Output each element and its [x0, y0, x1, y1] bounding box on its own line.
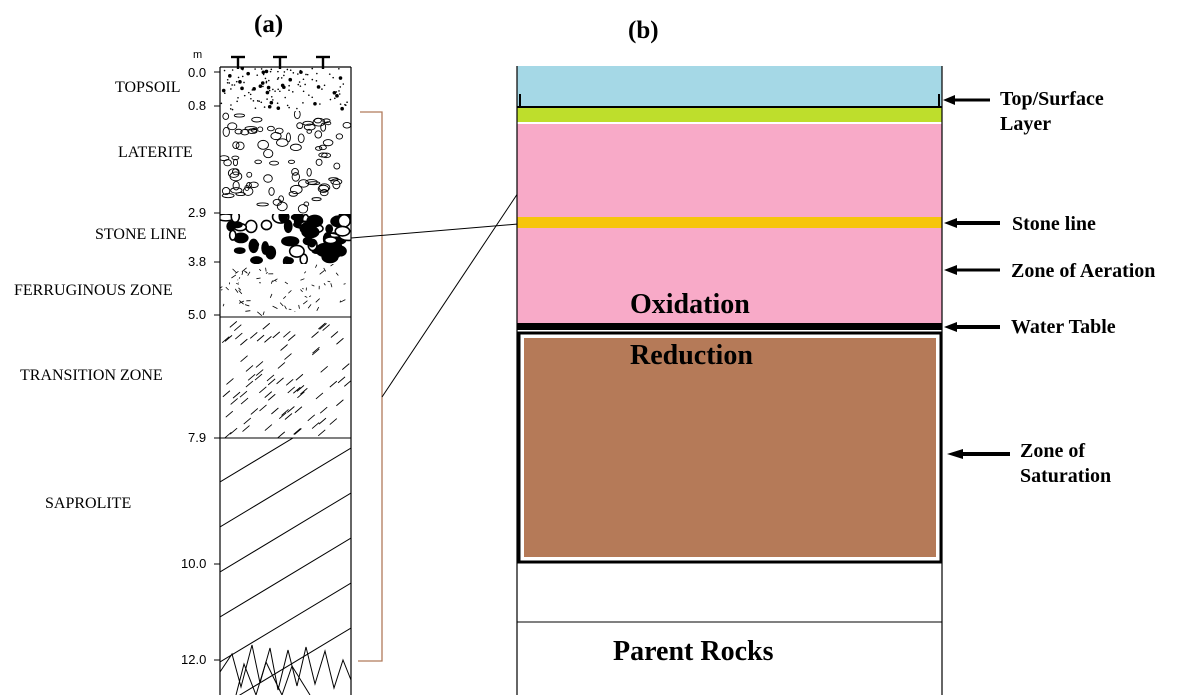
saturation-zone	[524, 338, 936, 557]
stone-line-band	[517, 217, 942, 228]
t-markers	[231, 55, 330, 69]
layer-label-stone-line: STONE LINE	[95, 226, 187, 243]
label-stone-line: Stone line	[1012, 213, 1096, 235]
label-zone-aeration: Zone of Aeration	[1011, 260, 1156, 282]
panel-b-title: (b)	[628, 17, 659, 44]
depth-label: 2.9	[188, 205, 207, 220]
water-table-band	[517, 323, 942, 330]
layer-label-transition: TRANSITION ZONE	[20, 367, 163, 384]
layer-label-topsoil: TOPSOIL	[115, 79, 181, 96]
surface-green-layer	[517, 108, 942, 122]
laterite-pattern	[220, 111, 351, 214]
layer-label-laterite: LATERITE	[118, 144, 193, 161]
arrow-zone-saturation	[947, 449, 1010, 459]
label-zone-saturation: Zone of Saturation	[1020, 440, 1112, 487]
reduction-label: Reduction	[630, 340, 753, 371]
layer-label-ferruginous: FERRUGINOUS ZONE	[14, 282, 173, 299]
topsoil-pattern	[220, 67, 348, 111]
parent-rocks-label: Parent Rocks	[613, 636, 774, 667]
depth-unit: m	[193, 49, 203, 61]
layer-label-saprolite: SAPROLITE	[45, 495, 132, 512]
depth-bracket	[358, 111, 383, 662]
stone-line-connector	[350, 223, 519, 239]
depth-label: 0.8	[188, 98, 207, 113]
depth-label: 7.9	[188, 430, 207, 445]
depth-label: 0.0	[188, 65, 207, 80]
label-water-table: Water Table	[1011, 316, 1116, 338]
arrows	[943, 95, 1010, 459]
stone-line-pattern	[220, 214, 351, 264]
label-top-surface: Top/Surface Layer	[1000, 88, 1104, 135]
depth-label: 12.0	[181, 652, 207, 667]
column-b	[516, 66, 943, 695]
depth-label: 3.8	[188, 254, 207, 269]
transition-pattern	[221, 321, 351, 438]
depth-label: 10.0	[181, 556, 207, 571]
saturation-frame	[517, 331, 943, 564]
ferruginous-pattern	[220, 264, 346, 317]
depth-label: 5.0	[188, 307, 207, 322]
bracket-connector	[381, 192, 519, 398]
column-a	[214, 55, 352, 695]
saprolite-pattern	[220, 438, 351, 695]
arrow-water-table	[944, 322, 1000, 332]
arrow-zone-aeration	[944, 265, 1000, 275]
panel-a-title: (a)	[254, 11, 284, 38]
arrow-stone-line	[944, 218, 1000, 228]
sky-layer	[517, 66, 942, 106]
oxidation-label: Oxidation	[630, 289, 750, 320]
arrow-top-surface	[943, 95, 990, 105]
jagged-bedrock	[219, 644, 352, 691]
